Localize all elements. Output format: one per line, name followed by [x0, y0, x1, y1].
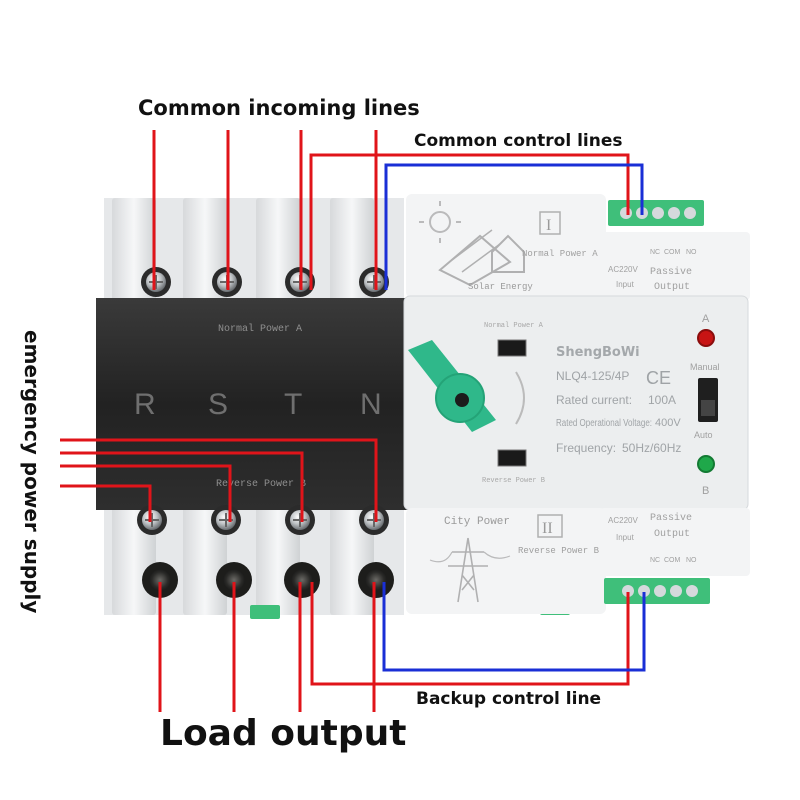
- terminal-pin-no-top: NO: [686, 249, 697, 256]
- phase-label-r: R: [134, 388, 156, 421]
- screw-bottom-r: [137, 505, 167, 535]
- roman-one-label: I: [546, 217, 551, 234]
- common-incoming-wires: [152, 130, 378, 290]
- hole-s: [216, 562, 252, 598]
- wire-emergency-s: [60, 464, 232, 522]
- phase-label-n: N: [360, 388, 382, 421]
- terminal-pin-no-bottom: NO: [686, 557, 697, 564]
- control-wire-red: [309, 153, 630, 290]
- passive-top-label: Passive: [650, 266, 692, 278]
- screw-top-n: [359, 267, 389, 297]
- black-front-panel: [96, 298, 408, 510]
- wire-emergency-r: [60, 484, 152, 522]
- output-top-label: Output: [654, 282, 690, 293]
- indicator-b-label: B: [702, 485, 709, 497]
- terminal-pin-nc-top: NC: [650, 249, 660, 256]
- load-output-label: Load output: [160, 713, 407, 754]
- load-output-wires: [158, 582, 376, 712]
- common-incoming-lines-label: Common incoming lines: [138, 96, 420, 120]
- passive-bottom-label: Passive: [650, 512, 692, 524]
- status-window-b: [497, 449, 527, 467]
- ac220v-top-label: AC220V: [608, 265, 638, 274]
- common-control-lines-label: Common control lines: [414, 131, 623, 151]
- selector-knob[interactable]: [408, 340, 496, 432]
- backup-wire-red: [310, 582, 630, 686]
- brand-name: ShengBoWi: [556, 345, 640, 360]
- screw-top-r: [141, 267, 171, 297]
- bottom-screws: [137, 505, 389, 535]
- normal-power-a-label: Normal Power A: [218, 323, 302, 335]
- model-number: NLQ4-125/4P: [556, 369, 629, 383]
- control-wire-blue: [384, 163, 644, 290]
- led-b-green: [697, 455, 715, 473]
- phase-label-s: S: [208, 388, 228, 421]
- rated-voltage-label: Rated Operational Voltage:: [556, 418, 652, 429]
- ce-mark: CE: [646, 368, 671, 388]
- roman-two-label: II: [542, 520, 553, 537]
- backup-control-line-label: Backup control line: [416, 689, 602, 709]
- rated-current-label: Rated current:: [556, 393, 632, 407]
- reverse-power-b-sublabel: Reverse Power B: [518, 546, 600, 556]
- terminal-pin-nc-bottom: NC: [650, 557, 660, 564]
- reverse-power-b-window-label: Reverse Power B: [482, 477, 545, 485]
- solar-energy-label: Solar Energy: [468, 282, 533, 292]
- rotation-arrows-icon: [515, 371, 525, 425]
- led-a-red: [697, 329, 715, 347]
- control-housing: [403, 194, 750, 614]
- rated-current-value: 100A: [648, 393, 676, 407]
- backup-wire-blue: [382, 582, 646, 672]
- pylon-icon: [429, 537, 511, 603]
- wire-emergency-t: [60, 451, 304, 522]
- emergency-power-supply-label: emergency power supply: [20, 330, 44, 614]
- top-control-terminal: [608, 200, 704, 226]
- auto-label: Auto: [694, 430, 713, 440]
- bottom-control-terminal: [604, 578, 710, 604]
- hole-t: [284, 562, 320, 598]
- status-window-a: [497, 339, 527, 357]
- solar-panel-icon: [419, 201, 525, 287]
- indicator-a-label: A: [702, 313, 710, 325]
- city-power-label: City Power: [444, 516, 510, 528]
- ac220v-bottom-label: AC220V: [608, 516, 638, 525]
- common-control-wires: [309, 153, 644, 290]
- phase-label-t: T: [284, 388, 302, 421]
- screw-bottom-s: [211, 505, 241, 535]
- frequency-label: Frequency:: [556, 441, 616, 455]
- load-output-holes: [142, 562, 394, 598]
- normal-power-a-sublabel: Normal Power A: [522, 249, 598, 259]
- hole-r: [142, 562, 178, 598]
- screw-bottom-t: [285, 505, 315, 535]
- emergency-supply-wires: [60, 438, 378, 522]
- terminal-pin-com-top: COM: [664, 249, 681, 256]
- rated-voltage-value: 400V: [655, 417, 681, 429]
- hole-n: [358, 562, 394, 598]
- wire-emergency-n: [60, 438, 378, 522]
- switch-body: Normal Power A Reverse Power B R S T N S…: [96, 194, 750, 619]
- normal-power-a-window-label: Normal Power A: [484, 322, 544, 330]
- input-top-label: Input: [616, 280, 635, 289]
- screw-bottom-n: [359, 505, 389, 535]
- output-bottom-label: Output: [654, 529, 690, 540]
- input-bottom-label: Input: [616, 533, 635, 542]
- terminal-pin-com-bottom: COM: [664, 557, 681, 564]
- frequency-value: 50Hz/60Hz: [622, 441, 681, 455]
- manual-label: Manual: [690, 362, 720, 372]
- backup-control-wires: [310, 582, 646, 686]
- reverse-power-b-label: Reverse Power B: [216, 479, 306, 490]
